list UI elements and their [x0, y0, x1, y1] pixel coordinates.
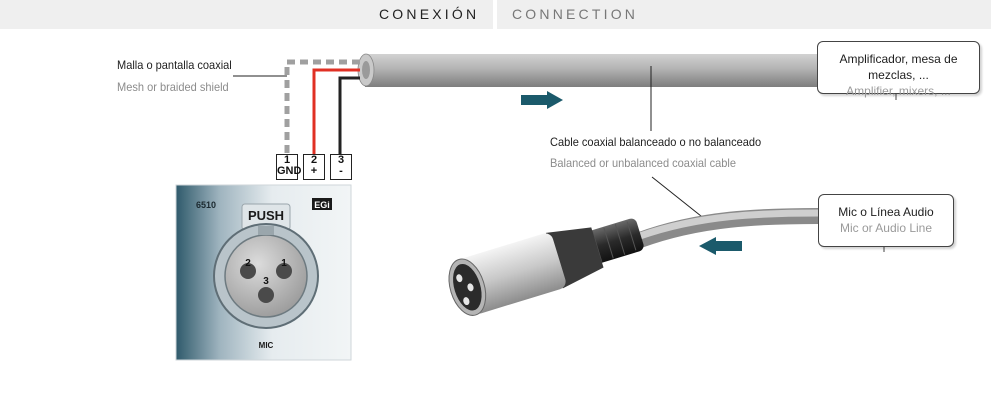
arrow-left	[699, 237, 742, 255]
header-divider	[493, 0, 497, 29]
shield-wire	[284, 59, 360, 158]
mic-label-en: Mic or Audio Line	[839, 221, 933, 235]
module-code: 6510	[196, 200, 216, 210]
mic-line-box: Mic o Línea Audio Mic or Audio Line	[818, 194, 954, 247]
title-english: CONNECTION	[512, 6, 639, 22]
positive-wire	[312, 68, 360, 158]
terminal-1-sign: GND	[277, 165, 302, 177]
pin-3: 3	[263, 276, 269, 287]
mic-input-module: 6510 EGi PUSH 2 1 3 MIC	[175, 184, 352, 361]
cable-label-es: Cable coaxial balanceado o no balanceado	[550, 135, 762, 149]
terminal-3-number: 3	[337, 154, 345, 166]
push-label: PUSH	[248, 208, 284, 223]
module-type: MIC	[259, 341, 274, 350]
amp-label-en: Amplifier, mixers, ...	[846, 84, 951, 98]
terminal-1: 1 GND	[276, 154, 302, 180]
terminal-2: 2 +	[303, 154, 325, 180]
coaxial-cable	[365, 54, 821, 87]
terminal-3-sign: -	[339, 165, 343, 177]
arrow-right	[521, 91, 563, 109]
amp-label-es: Amplificador, mesa de mezclas, ...	[839, 52, 958, 82]
terminal-2-number: 2	[310, 154, 318, 166]
terminal-2-sign: +	[310, 165, 318, 177]
amplifier-box: Amplificador, mesa de mezclas, ... Ampli…	[817, 41, 980, 98]
negative-wire	[338, 76, 360, 158]
terminal-3: 3 -	[330, 154, 352, 180]
pin-1: 1	[281, 258, 287, 269]
brand-text: EGi	[314, 200, 330, 210]
title-spanish: CONEXIÓN	[379, 6, 480, 22]
mic-label-es: Mic o Línea Audio	[838, 205, 934, 219]
shield-label-en: Mesh or braided shield	[117, 80, 229, 94]
header-bar: CONEXIÓN CONNECTION	[0, 0, 991, 29]
terminal-1-number: 1	[283, 154, 291, 166]
mic-cable-leader	[651, 176, 707, 221]
xlr-plug	[448, 218, 644, 316]
shield-label-es: Malla o pantalla coaxial	[117, 58, 232, 72]
cable-label-en: Balanced or unbalanced coaxial cable	[550, 156, 736, 170]
brand-logo	[312, 198, 332, 210]
pin-2: 2	[245, 258, 251, 269]
